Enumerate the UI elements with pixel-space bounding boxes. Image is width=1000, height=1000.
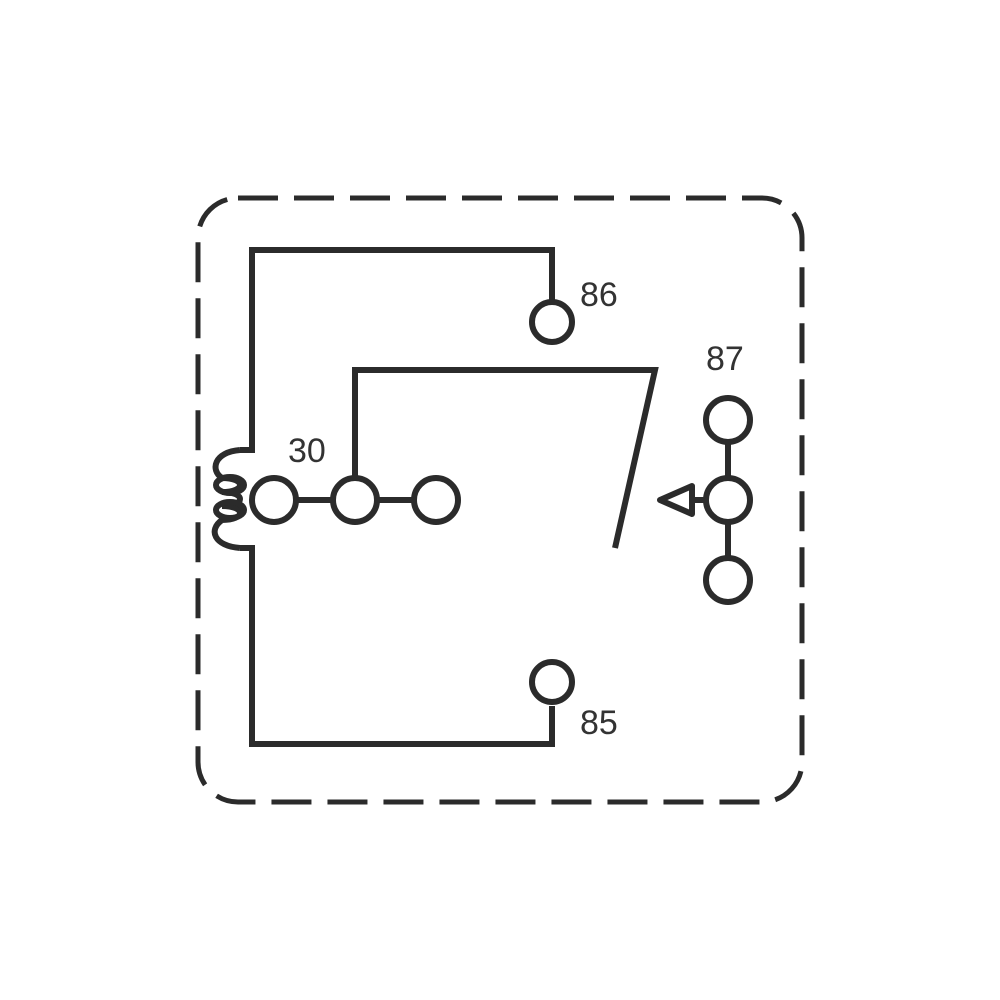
pin-87-terminal [703, 475, 753, 525]
pin-87-terminal-top [703, 395, 753, 445]
pin-85-terminal [529, 659, 575, 705]
pin-87-label: 87 [706, 340, 744, 378]
coil-icon [211, 447, 243, 551]
coil-circuit [211, 247, 555, 747]
pin-30-terminal-left [249, 475, 299, 525]
pin-30-terminal-right [411, 475, 461, 525]
pin-87-column [657, 395, 753, 605]
pin-30-row [249, 475, 461, 525]
switch-arm [352, 367, 659, 549]
pin-86-label: 86 [580, 276, 618, 314]
pin-86-terminal [529, 299, 575, 345]
pin-30-terminal [330, 475, 380, 525]
pin-85-label: 85 [580, 704, 618, 742]
contact-arrow-icon [657, 483, 695, 517]
pin-30-label: 30 [288, 432, 326, 470]
pin-87-terminal-bottom [703, 555, 753, 605]
relay-housing-outline [195, 195, 805, 805]
